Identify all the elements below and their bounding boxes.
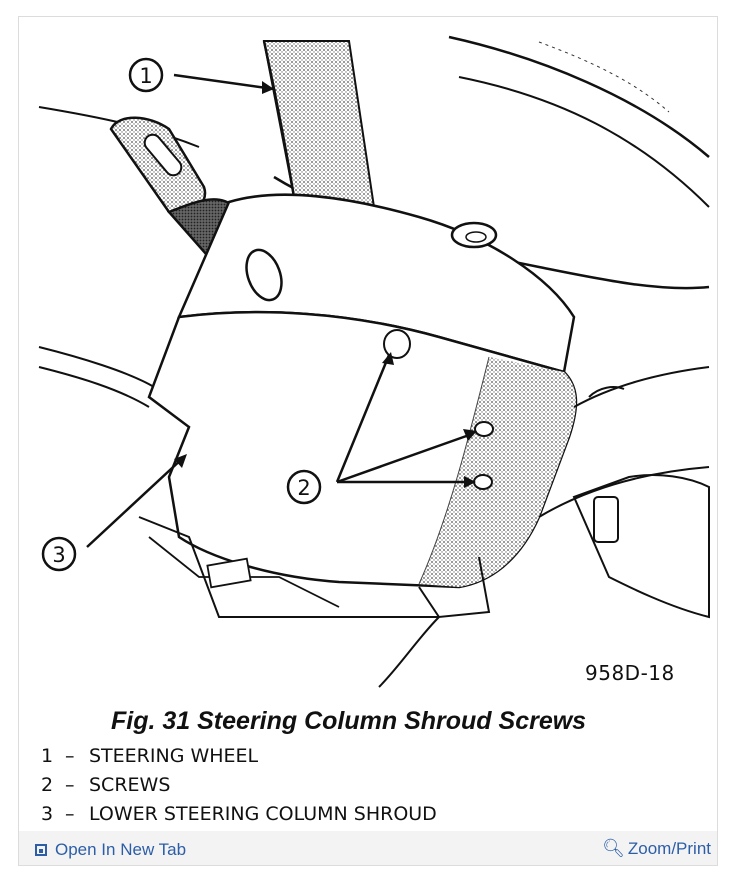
- legend-item: 3 – LOWER STEERING COLUMN SHROUD: [41, 803, 437, 832]
- legend-label: LOWER STEERING COLUMN SHROUD: [89, 803, 437, 825]
- legend-dash: –: [65, 745, 75, 767]
- legend-dash: –: [65, 774, 75, 796]
- legend-label: SCREWS: [89, 774, 171, 796]
- figure-footer: Open In New Tab 🔍︎ Zoom/Print: [19, 831, 717, 865]
- figure-title: Fig. 31 Steering Column Shroud Screws: [111, 707, 587, 735]
- magnifier-icon: 🔍︎: [602, 838, 625, 858]
- open-new-tab-label: Open In New Tab: [55, 840, 187, 859]
- figure-panel: 1 2 3 958D-18 Fig. 31 Steering Column Sh…: [18, 16, 718, 866]
- legend-list: 1 – STEERING WHEEL 2 – SCREWS 3 – LOWER …: [41, 745, 437, 832]
- open-new-tab-icon: [35, 844, 47, 856]
- legend-number: 1: [41, 745, 54, 767]
- zoom-print-link[interactable]: 🔍︎ Zoom/Print: [602, 838, 711, 859]
- legend-item: 1 – STEERING WHEEL: [41, 745, 437, 774]
- callout-1: 1: [139, 64, 152, 88]
- steering-column-illustration: 1 2 3: [38, 35, 710, 688]
- figure-code: 958D-18: [585, 661, 675, 685]
- zoom-print-label: Zoom/Print: [627, 838, 711, 858]
- legend-dash: –: [65, 803, 75, 825]
- legend-label: STEERING WHEEL: [89, 745, 259, 767]
- callout-2: 2: [297, 476, 310, 500]
- legend-item: 2 – SCREWS: [41, 774, 437, 803]
- callout-3: 3: [52, 543, 65, 567]
- legend-number: 2: [41, 774, 54, 796]
- open-new-tab-link[interactable]: Open In New Tab: [35, 840, 186, 860]
- legend-number: 3: [41, 803, 54, 825]
